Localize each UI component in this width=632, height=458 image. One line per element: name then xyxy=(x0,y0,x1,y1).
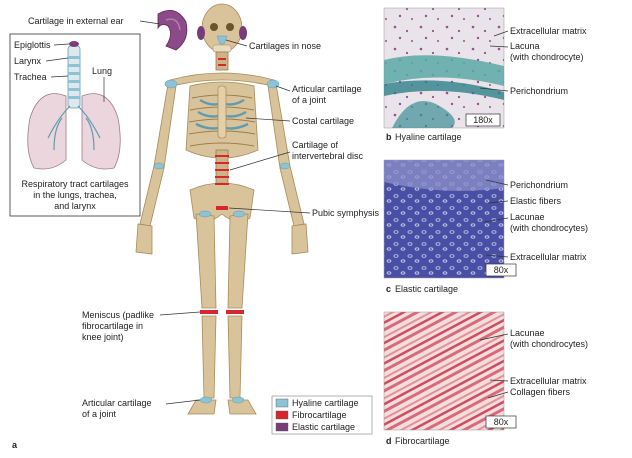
micrograph-hyaline xyxy=(383,7,505,129)
c-magnification: 80x xyxy=(494,265,509,275)
d-label-matrix: Extracellular matrix xyxy=(510,376,587,386)
c-caption: Elastic cartilage xyxy=(395,284,458,294)
b-label-lacuna-2: (with chondrocyte) xyxy=(510,52,584,62)
legend-swatch-elastic xyxy=(275,422,289,432)
label-costal: Costal cartilage xyxy=(292,116,354,126)
d-label-lacunae-1: Lacunae xyxy=(510,328,545,338)
legend-label-hyaline: Hyaline cartilage xyxy=(292,398,359,408)
panel-a-letter: a xyxy=(12,440,18,450)
label-epiglottis: Epiglottis xyxy=(14,40,51,50)
b-letter: b xyxy=(386,132,392,142)
d-magnification: 80x xyxy=(494,417,509,427)
label-resp-1: Respiratory tract cartilages xyxy=(21,179,129,189)
label-interv-2: intervertebral disc xyxy=(292,151,364,161)
label-nose: Cartilages in nose xyxy=(249,41,321,51)
label-external-ear: Cartilage in external ear xyxy=(28,16,124,26)
label-meniscus-1: Meniscus (padlike xyxy=(82,310,154,320)
b-label-lacuna-1: Lacuna xyxy=(510,41,540,51)
respiratory-inset xyxy=(9,33,141,217)
d-label-lacunae-2: (with chondrocytes) xyxy=(510,339,588,349)
label-articular-1a: Articular cartilage xyxy=(292,84,362,94)
d-letter: d xyxy=(386,436,392,446)
label-interv-1: Cartilage of xyxy=(292,140,339,150)
panel-c-labels: Perichondrium Elastic fibers Lacunae (wi… xyxy=(386,179,588,294)
b-label-perichondrium: Perichondrium xyxy=(510,86,568,96)
ear-inset xyxy=(157,10,188,51)
label-articular-2b: of a joint xyxy=(82,409,117,419)
panel-b-labels: Extracellular matrix Lacuna (with chondr… xyxy=(386,26,587,142)
c-label-elastic-fibers: Elastic fibers xyxy=(510,196,562,206)
legend-swatch-fibro xyxy=(275,410,289,420)
label-trachea: Trachea xyxy=(14,72,47,82)
label-meniscus-3: knee joint) xyxy=(82,332,124,342)
micrograph-fibrocartilage xyxy=(383,311,505,431)
micrograph-elastic xyxy=(383,159,505,279)
label-articular-1b: of a joint xyxy=(292,95,327,105)
label-lung: Lung xyxy=(92,66,112,76)
c-label-lacunae-2: (with chondrocytes) xyxy=(510,223,588,233)
skeleton-cartilage-highlights xyxy=(153,26,291,404)
c-label-lacunae-1: Lacunae xyxy=(510,212,545,222)
legend-label-elastic: Elastic cartilage xyxy=(292,422,355,432)
label-articular-2a: Articular cartilage xyxy=(82,398,152,408)
label-resp-3: and larynx xyxy=(54,201,96,211)
label-pubic: Pubic symphysis xyxy=(312,208,380,218)
b-caption: Hyaline cartilage xyxy=(395,132,462,142)
legend-swatch-hyaline xyxy=(275,398,289,408)
d-label-collagen: Collagen fibers xyxy=(510,387,571,397)
legend-label-fibro: Fibrocartilage xyxy=(292,410,347,420)
label-resp-2: in the lungs, trachea, xyxy=(33,190,117,200)
c-label-perichondrium: Perichondrium xyxy=(510,180,568,190)
panel-d-labels: Lacunae (with chondrocytes) Extracellula… xyxy=(386,328,588,446)
c-letter: c xyxy=(386,284,391,294)
d-caption: Fibrocartilage xyxy=(395,436,450,446)
label-larynx: Larynx xyxy=(14,56,42,66)
c-label-matrix: Extracellular matrix xyxy=(510,252,587,262)
b-magnification: 180x xyxy=(473,115,493,125)
legend: Hyaline cartilage Fibrocartilage Elastic… xyxy=(271,395,373,435)
b-label-matrix: Extracellular matrix xyxy=(510,26,587,36)
label-meniscus-2: fibrocartilage in xyxy=(82,321,143,331)
